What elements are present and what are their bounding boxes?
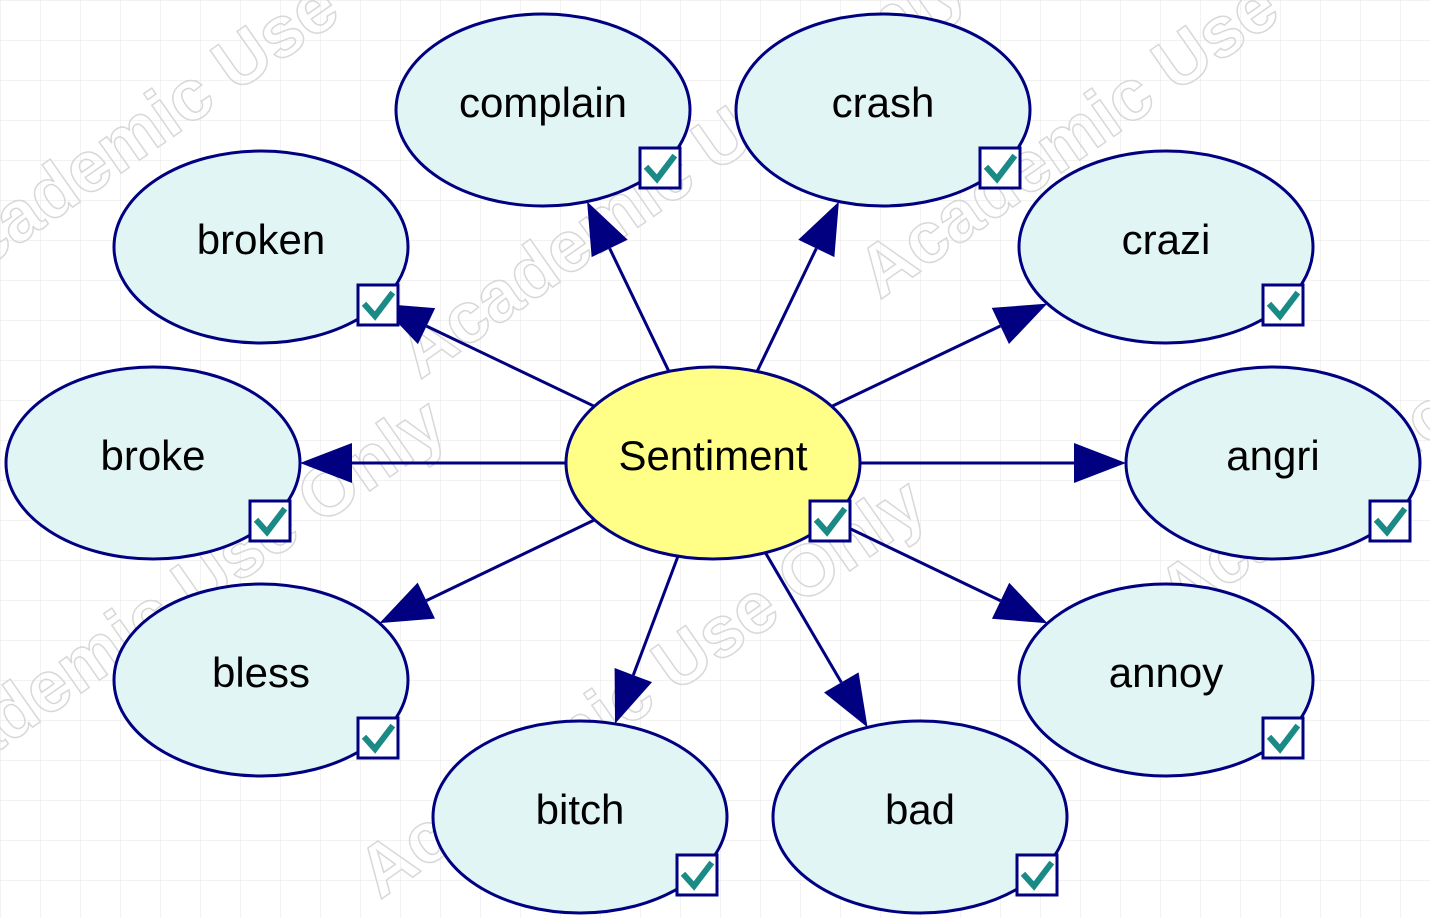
arrowhead-icon — [587, 201, 628, 258]
check-icon[interactable] — [675, 853, 719, 897]
node-ellipse — [431, 719, 729, 915]
node-label: broken — [197, 216, 325, 263]
node-label: bless — [212, 649, 310, 696]
node-ellipse — [1124, 365, 1422, 561]
node-annoy[interactable]: annoy — [1017, 582, 1315, 778]
node-ellipse — [112, 582, 410, 778]
node-layer: complain crash broken crazi broke angri bless a… — [4, 12, 1422, 915]
edge-line — [631, 555, 680, 676]
node-bitch[interactable]: bitch — [431, 719, 729, 915]
arrowhead-icon — [798, 201, 839, 258]
check-icon[interactable] — [356, 283, 400, 327]
arrowhead-icon — [614, 668, 653, 724]
edge-line — [830, 518, 1002, 603]
arrowhead-icon — [991, 582, 1048, 624]
edge-sentiment-to-complain — [587, 201, 671, 373]
check-icon[interactable] — [808, 499, 852, 543]
node-label: crash — [832, 79, 935, 126]
node-ellipse — [4, 365, 302, 561]
edge-sentiment-to-bless — [379, 518, 596, 624]
edge-line — [425, 518, 596, 602]
node-ellipse — [394, 12, 692, 208]
node-label: bad — [885, 786, 955, 833]
check-icon[interactable] — [1261, 283, 1305, 327]
edge-sentiment-to-crazi — [831, 303, 1048, 408]
check-icon[interactable] — [978, 146, 1022, 190]
node-angri[interactable]: angri — [1124, 365, 1422, 561]
node-broken[interactable]: broken — [112, 149, 410, 345]
edge-sentiment-to-angri — [860, 443, 1126, 483]
node-bad[interactable]: bad — [771, 719, 1069, 915]
check-icon[interactable] — [638, 146, 682, 190]
node-crazi[interactable]: crazi — [1017, 149, 1315, 345]
edge-line — [425, 324, 596, 408]
node-ellipse — [112, 149, 410, 345]
node-ellipse — [771, 719, 1069, 915]
edge-line — [831, 324, 1001, 408]
edge-layer — [300, 201, 1126, 728]
edge-line — [608, 247, 671, 373]
edge-sentiment-to-annoy — [830, 518, 1048, 624]
edge-sentiment-to-bitch — [614, 555, 680, 724]
check-icon[interactable] — [1261, 716, 1305, 760]
node-label: annoy — [1109, 649, 1223, 696]
node-label: bitch — [536, 786, 625, 833]
node-label: crazi — [1122, 216, 1211, 263]
node-label: complain — [459, 79, 627, 126]
node-ellipse — [734, 12, 1032, 208]
node-ellipse — [1017, 149, 1315, 345]
node-crash[interactable]: crash — [734, 12, 1032, 208]
edge-sentiment-to-crash — [755, 201, 839, 373]
node-label: broke — [100, 432, 205, 479]
edge-line — [764, 551, 843, 684]
node-label: angri — [1226, 432, 1319, 479]
arrowhead-icon — [824, 672, 868, 728]
node-ellipse — [1017, 582, 1315, 778]
edge-sentiment-to-broke — [300, 443, 566, 483]
check-icon[interactable] — [1368, 499, 1412, 543]
node-bless[interactable]: bless — [112, 582, 410, 778]
check-icon[interactable] — [356, 716, 400, 760]
node-ellipse — [564, 365, 862, 561]
arrowhead-icon — [991, 303, 1048, 345]
arrowhead-icon — [1074, 443, 1126, 483]
root-node-sentiment[interactable]: Sentiment — [564, 365, 862, 561]
node-broke[interactable]: broke — [4, 365, 302, 561]
edge-line — [755, 247, 818, 373]
node-label: Sentiment — [618, 432, 807, 479]
arrowhead-icon — [379, 582, 435, 624]
check-icon[interactable] — [1015, 853, 1059, 897]
check-icon[interactable] — [248, 499, 292, 543]
node-complain[interactable]: complain — [394, 12, 692, 208]
arrowhead-icon — [300, 443, 352, 483]
edge-sentiment-to-bad — [764, 551, 868, 728]
